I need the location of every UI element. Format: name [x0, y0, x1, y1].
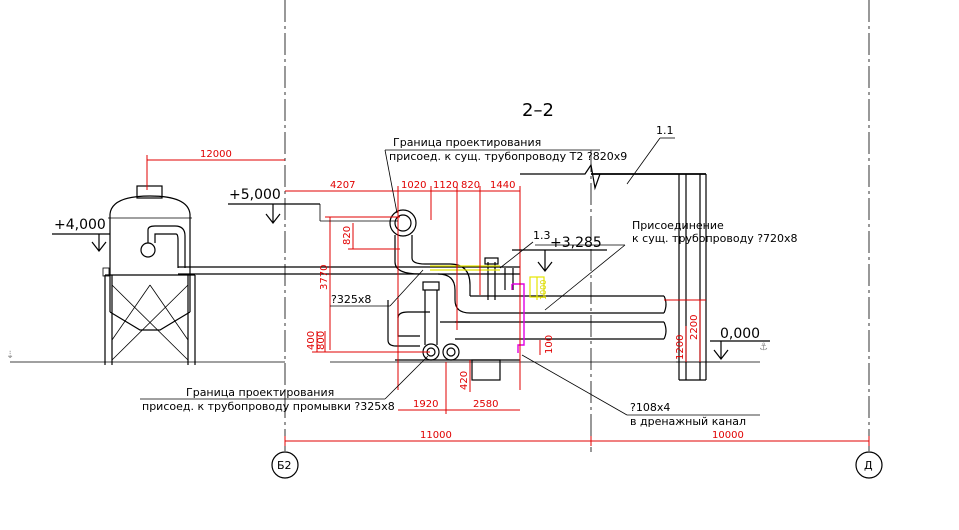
dim-820b: 820 — [342, 226, 353, 245]
axis-bubble-d — [855, 451, 883, 479]
boundary-top-line2: присоед. к сущ. трубопроводу Т2 ?820х9 — [389, 150, 627, 163]
drain-line2: в дренажный канал — [630, 415, 746, 428]
dim-820a: 820 — [461, 180, 480, 191]
elevation-vessel-label: +4,000 — [54, 217, 106, 233]
elevation-connection — [512, 249, 607, 272]
connection-line2: к сущ. трубопроводу ?720х8 — [632, 232, 798, 245]
dim-100: 100 — [544, 335, 555, 354]
boundary-bottom-line1: Граница проектирования — [186, 386, 334, 399]
dim-1440: 1440 — [490, 180, 515, 191]
pipe-325-label: ?325х8 — [331, 293, 371, 306]
elevation-ground — [710, 340, 770, 360]
elevation-ground-label: 0,000 — [720, 326, 760, 342]
boundary-top-line1: Граница проектирования — [393, 136, 541, 149]
svg-text:⚓: ⚓ — [759, 342, 768, 353]
dim-11000: 11000 — [420, 430, 452, 441]
svg-text:⇣: ⇣ — [6, 350, 14, 361]
dim-1920: 1920 — [413, 399, 438, 410]
dim-4207: 4207 — [330, 180, 355, 191]
dim-yellow: 1000 — [539, 280, 548, 300]
highlight-elements — [430, 265, 545, 353]
dim-1020: 1020 — [401, 180, 426, 191]
dim-800: 800 — [316, 331, 327, 350]
dim-1120: 1120 — [433, 180, 458, 191]
dim-3770: 3770 — [319, 265, 330, 290]
dim-10000: 10000 — [712, 430, 744, 441]
dim-2580: 2580 — [473, 399, 498, 410]
dim-420: 420 — [459, 371, 470, 390]
elevation-upper-label: +5,000 — [229, 187, 281, 203]
dim-2200: 2200 — [689, 315, 700, 340]
axis-lines — [284, 0, 870, 452]
vessel — [102, 185, 196, 365]
dim-1200: 1200 — [675, 335, 686, 360]
connection-line1: Присоединение — [632, 219, 724, 232]
boundary-bottom-line2: присоед. к трубопроводу промывки ?325х8 — [142, 400, 395, 413]
elevation-connection-label: +3,285 — [550, 235, 602, 251]
main-piping — [387, 209, 667, 381]
callout-ref2: 1.3 — [533, 229, 551, 242]
elevation-vessel — [52, 233, 110, 252]
elevation-upper — [228, 203, 398, 224]
dimensions — [146, 155, 870, 446]
axis-bubble-b2 — [271, 451, 299, 479]
drain-line1: ?108х4 — [630, 401, 670, 414]
axis-label-d: Д — [864, 459, 873, 472]
section-title: 2–2 — [522, 100, 554, 121]
callout-ref: 1.1 — [656, 124, 674, 137]
axis-label-b2: Б2 — [277, 459, 292, 472]
leaders — [140, 137, 760, 416]
dim-400: 400 — [306, 331, 317, 350]
dim-12000: 12000 — [200, 149, 232, 160]
